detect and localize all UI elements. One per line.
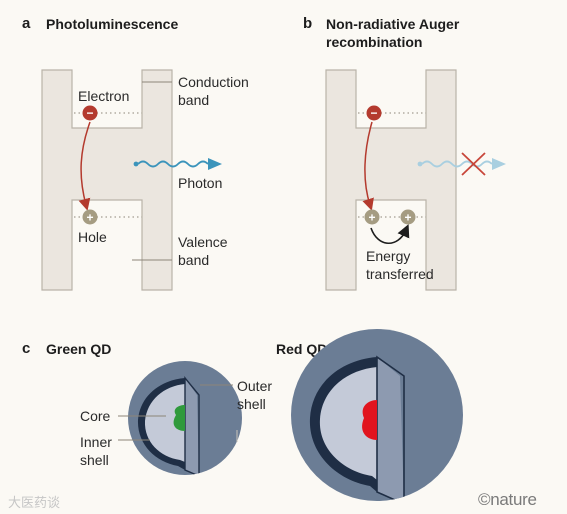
band-shape-b	[325, 69, 457, 291]
energy-transfer-arrow	[370, 224, 410, 245]
panel-c-letter: c	[22, 340, 31, 357]
green-core	[173, 405, 185, 431]
svg-text:−: −	[370, 106, 377, 120]
svg-text:+: +	[404, 211, 411, 225]
nature-brand: ©nature	[478, 490, 537, 509]
hole-label: Hole	[78, 229, 107, 245]
photon-wave	[133, 158, 222, 170]
hole-particle-b2: +	[400, 209, 416, 225]
panel-b-title-line-1: Non-radiative Auger	[326, 16, 460, 32]
valence-band-label-line-1: Valence	[178, 234, 228, 250]
outer-shell-label-line-2: shell	[237, 396, 266, 412]
panel-b-title-line-2: recombination	[326, 34, 423, 50]
core-label: Core	[80, 408, 111, 424]
energy-transferred-label-line-1: Energy	[366, 248, 411, 264]
electron-particle-a: −	[82, 105, 98, 121]
electron-particle-b: −	[366, 105, 382, 121]
blocked-photon-wave	[417, 158, 506, 170]
panel-b-band-diagram: − + +	[325, 69, 506, 291]
svg-text:+: +	[368, 211, 375, 225]
green-qd-illustration	[128, 361, 242, 475]
red-core	[362, 400, 377, 440]
watermark-text: 大医药谈	[8, 495, 61, 510]
green-qd-title: Green QD	[46, 341, 112, 357]
conduction-band-label-line-2: band	[178, 92, 210, 108]
band-shape-a	[41, 69, 173, 291]
electron-label: Electron	[78, 88, 130, 104]
panel-a-letter: a	[22, 15, 31, 32]
valence-band-label-line-2: band	[178, 252, 210, 268]
hole-particle-a: +	[82, 209, 98, 225]
svg-text:+: +	[86, 211, 93, 225]
cross-icon	[461, 152, 486, 176]
panel-b-letter: b	[303, 15, 313, 32]
recombination-arrow-b	[362, 121, 374, 211]
photon-label: Photon	[178, 175, 223, 191]
recombination-arrow-a	[78, 121, 91, 211]
hole-particle-b1: +	[364, 209, 380, 225]
red-qd-title: Red QD	[276, 341, 328, 357]
inner-shell-label-line-1: Inner	[80, 434, 112, 450]
panel-a-title: Photoluminescence	[46, 16, 179, 32]
panel-a-band-diagram: − +	[41, 69, 222, 291]
red-qd-illustration	[291, 329, 463, 501]
energy-transferred-label-line-2: transferred	[366, 266, 434, 282]
inner-shell-label-line-2: shell	[80, 452, 109, 468]
svg-text:−: −	[86, 106, 93, 120]
conduction-band-label-line-1: Conduction	[178, 74, 249, 90]
outer-shell-label-line-1: Outer	[237, 378, 273, 394]
